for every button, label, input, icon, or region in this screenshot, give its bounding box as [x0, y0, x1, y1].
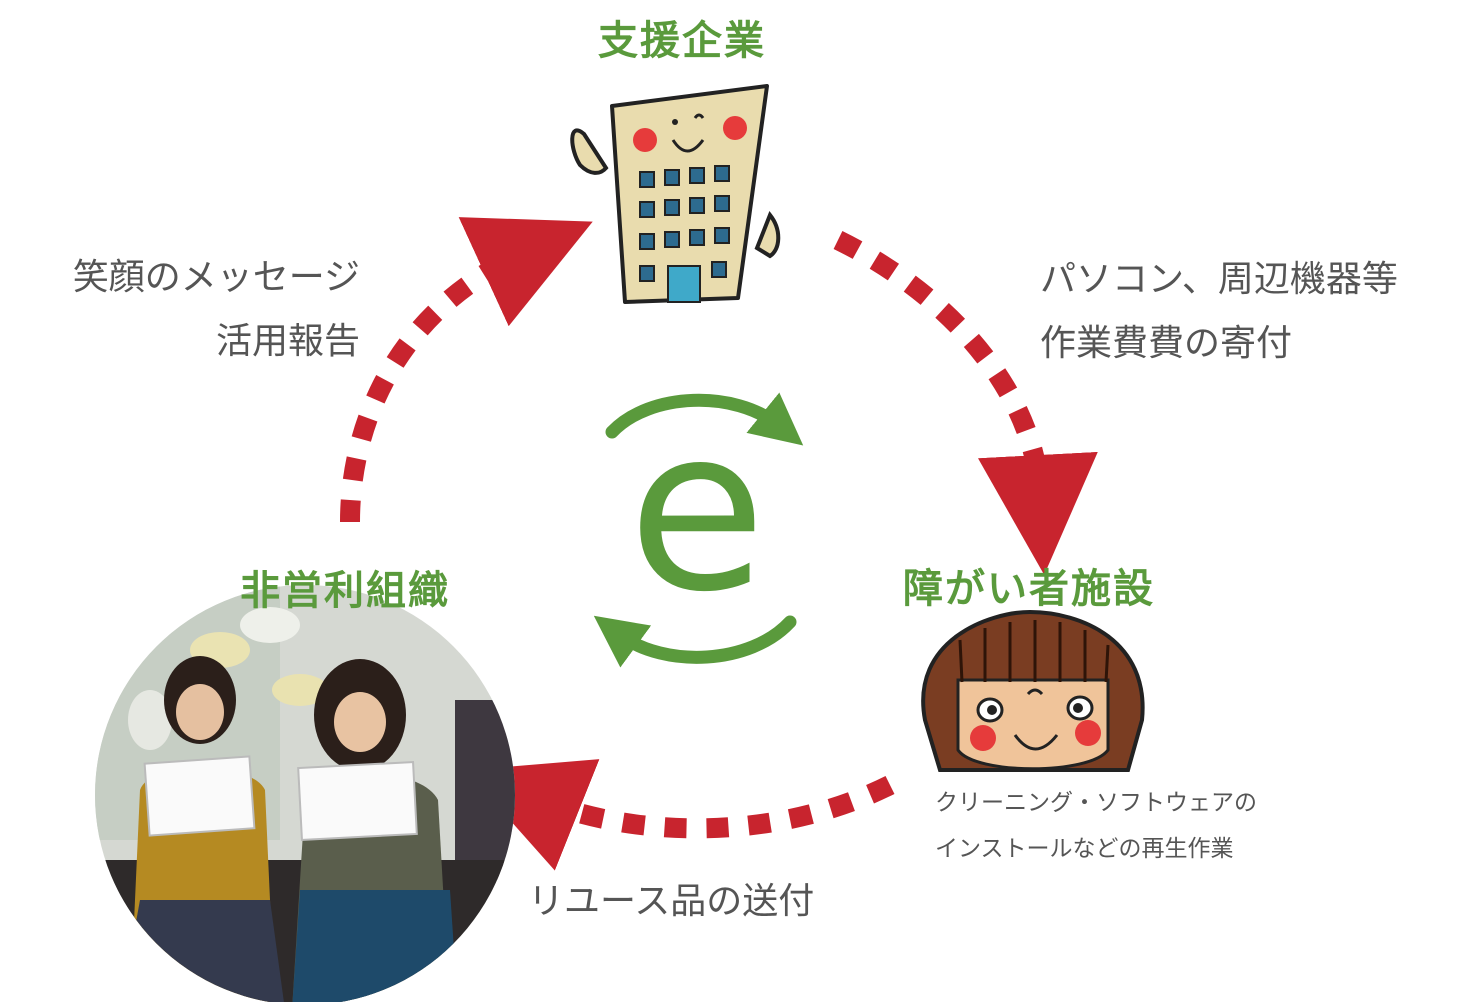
- flow-label-facility-to-npo: リユース品の送付: [528, 870, 814, 934]
- flow-line: リユース品の送付: [528, 881, 815, 922]
- npo-photo-image: [95, 585, 515, 1002]
- flow-label-company-to-facility: パソコン、周辺機器等 作業費費の寄付: [1040, 248, 1398, 376]
- facility-desc-line: クリーニング・ソフトウェアの: [935, 790, 1257, 816]
- building-mascot-icon: [570, 84, 781, 304]
- green-arc-top: [605, 392, 804, 446]
- flow-line: 作業費費の寄付: [1040, 323, 1293, 364]
- arrow-company-to-facility: [833, 231, 1098, 575]
- flow-line: 活用報告: [215, 321, 360, 362]
- green-arc-bottom: [593, 615, 797, 668]
- facility-title: 障がい者施設: [903, 566, 1155, 612]
- facility-description: クリーニング・ソフトウェアの インストールなどの再生作業: [935, 780, 1257, 872]
- center-letter: e: [628, 380, 766, 642]
- girl-mascot-icon: [921, 609, 1145, 772]
- facility-desc-line: インストールなどの再生作業: [935, 836, 1234, 862]
- company-title: 支援企業: [598, 18, 766, 64]
- arrow-facility-to-npo: [465, 759, 895, 871]
- flow-label-npo-to-company: 笑顔のメッセージ 活用報告: [73, 246, 360, 374]
- arrow-npo-to-company: [340, 217, 593, 523]
- cycle-logo: e: [593, 380, 804, 668]
- flow-line: 笑顔のメッセージ: [72, 257, 360, 298]
- npo-title: 非営利組織: [240, 568, 450, 614]
- flow-line: パソコン、周辺機器等: [1040, 259, 1398, 300]
